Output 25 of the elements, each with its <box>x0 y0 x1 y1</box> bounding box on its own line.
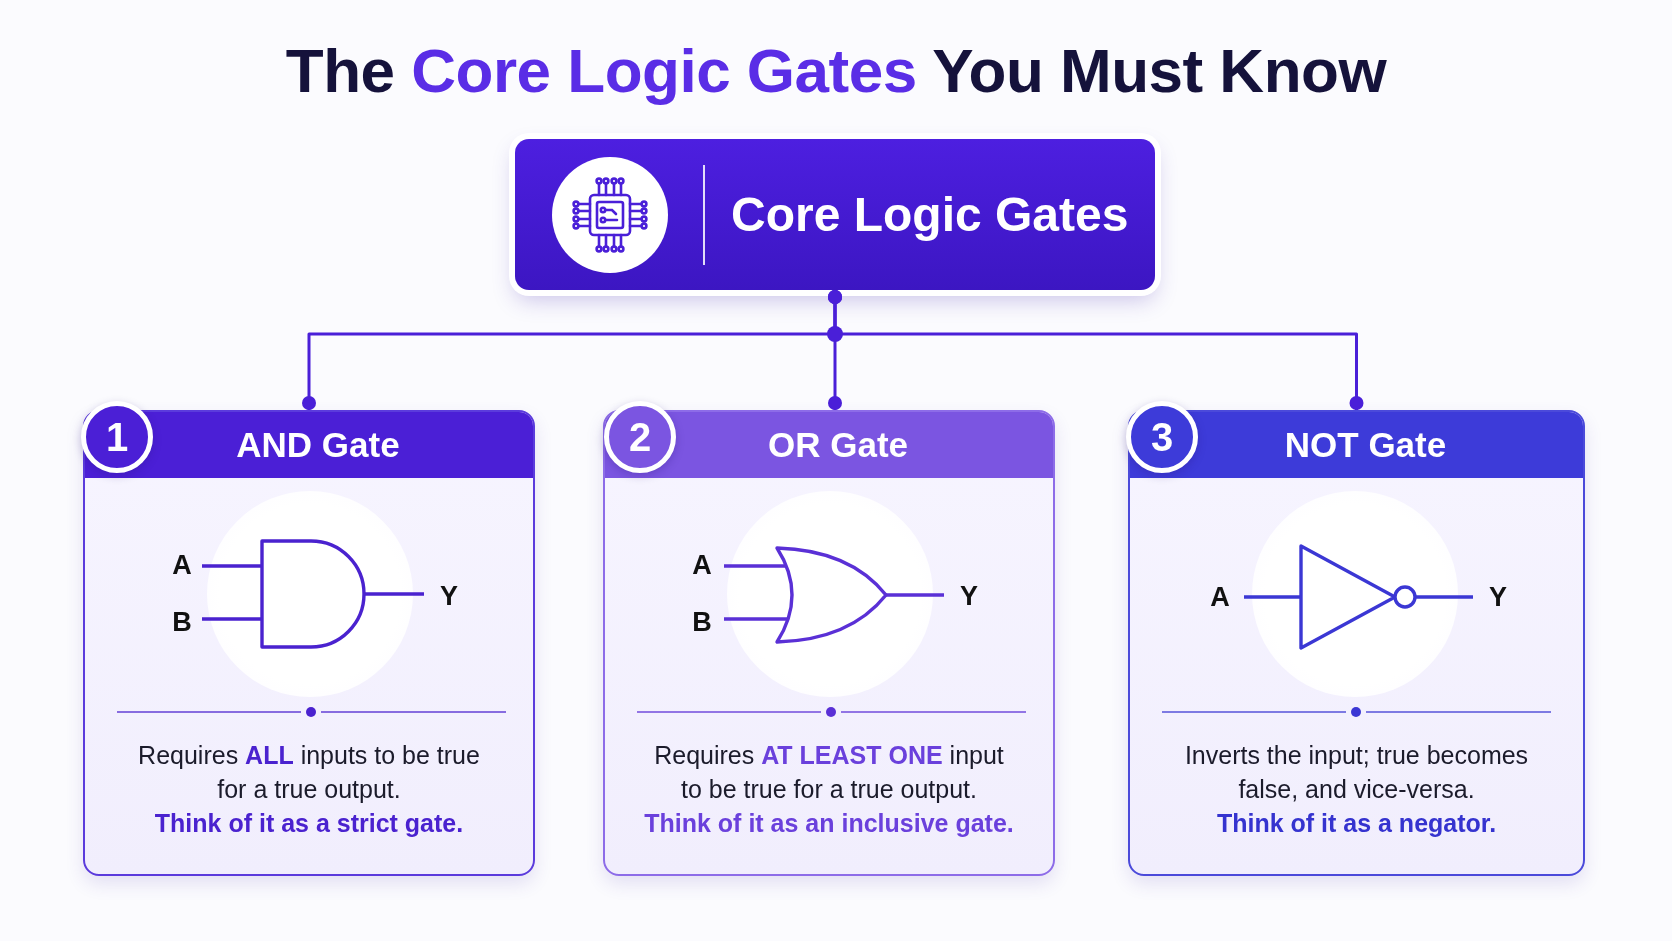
number-badge: 3 <box>1126 401 1198 473</box>
topic-title: Core Logic Gates <box>731 186 1129 243</box>
pin-label: A <box>692 550 712 580</box>
pin-label: A <box>172 550 192 580</box>
pin-label: Y <box>1489 582 1507 612</box>
title: The Core Logic Gates You Must Know <box>285 36 1387 106</box>
card-heading: OR Gate <box>767 425 908 465</box>
pin-label: Y <box>440 581 458 611</box>
gate-card <box>83 410 535 876</box>
pin-label: Y <box>960 581 978 611</box>
gate-card <box>1128 410 1585 876</box>
pin-label: B <box>692 607 712 637</box>
pin-label: B <box>172 607 192 637</box>
tagline: Think of it as an inclusive gate. <box>644 808 1014 839</box>
connector <box>828 290 1364 410</box>
tagline: Think of it as a strict gate. <box>154 808 464 839</box>
tagline: Think of it as a negator. <box>1216 808 1497 839</box>
number-badge: 1 <box>81 401 153 473</box>
description: Requires ALL inputs to be true for a true output. <box>137 740 481 805</box>
description: Inverts the input; true becomes false, and vice-versa. <box>1183 740 1530 805</box>
gate-card <box>603 410 1055 876</box>
description: Requires AT LEAST ONE input to be true for a true output. <box>653 740 1005 805</box>
pin-label: A <box>1210 582 1230 612</box>
card-heading: AND Gate <box>236 425 400 465</box>
card-heading: NOT Gate <box>1284 425 1447 465</box>
